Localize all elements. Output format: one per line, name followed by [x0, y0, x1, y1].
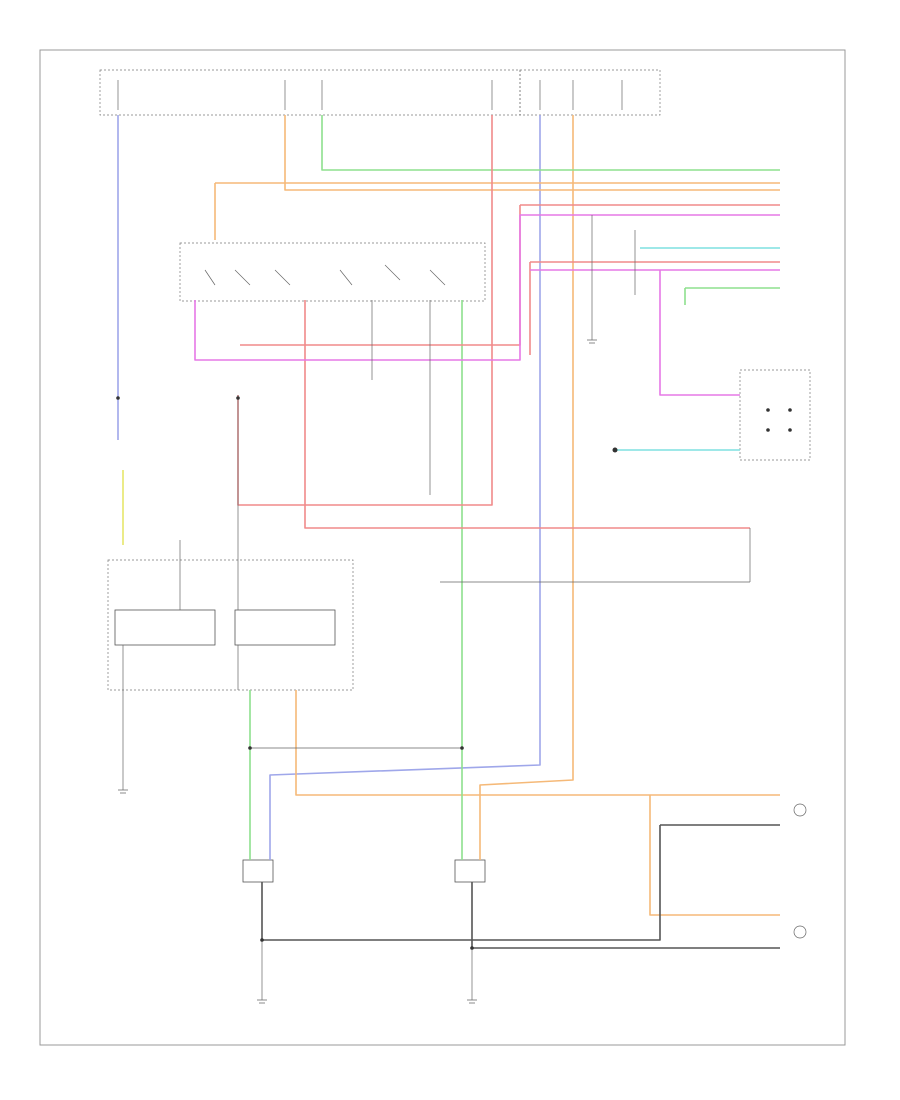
fuse-symbols	[117, 80, 623, 110]
junction-dots	[116, 396, 618, 950]
right-headlamp	[454, 859, 486, 883]
connector-b	[793, 925, 807, 939]
fuse-box-left	[99, 69, 521, 116]
relay-bracket	[107, 559, 354, 691]
auto-lamp-sensor	[739, 369, 811, 461]
switch-contacts	[204, 264, 446, 286]
relay-right	[234, 609, 336, 646]
sensor-pin	[766, 428, 770, 432]
wire-green-top	[321, 115, 780, 171]
wire-orange-bottom	[295, 690, 780, 796]
wire-red-long	[304, 300, 750, 529]
wire-red-h2	[529, 261, 780, 355]
wire-red-main	[237, 115, 493, 506]
ground-symbols	[118, 330, 597, 1004]
fuse-box-right	[519, 69, 661, 116]
left-headlamp	[242, 859, 274, 883]
sensor-pin	[788, 428, 792, 432]
wire-orange-right	[479, 115, 574, 860]
wire-magenta-2	[530, 269, 780, 396]
relay-left	[114, 609, 216, 646]
headlamp-switch	[179, 242, 486, 302]
wire-magenta	[194, 214, 780, 361]
wire-gray-right	[261, 824, 780, 941]
diagram-frame	[39, 49, 846, 1046]
wire-orange-2	[284, 115, 780, 191]
wire-red-h1	[240, 204, 780, 346]
wire-cyan	[615, 247, 780, 451]
sensor-pin	[788, 408, 792, 412]
sensor-pin	[766, 408, 770, 412]
wire-orange-bottom2	[649, 795, 780, 916]
wire-black	[122, 215, 751, 780]
wire-blue-main	[269, 115, 541, 860]
connector-a	[793, 803, 807, 817]
